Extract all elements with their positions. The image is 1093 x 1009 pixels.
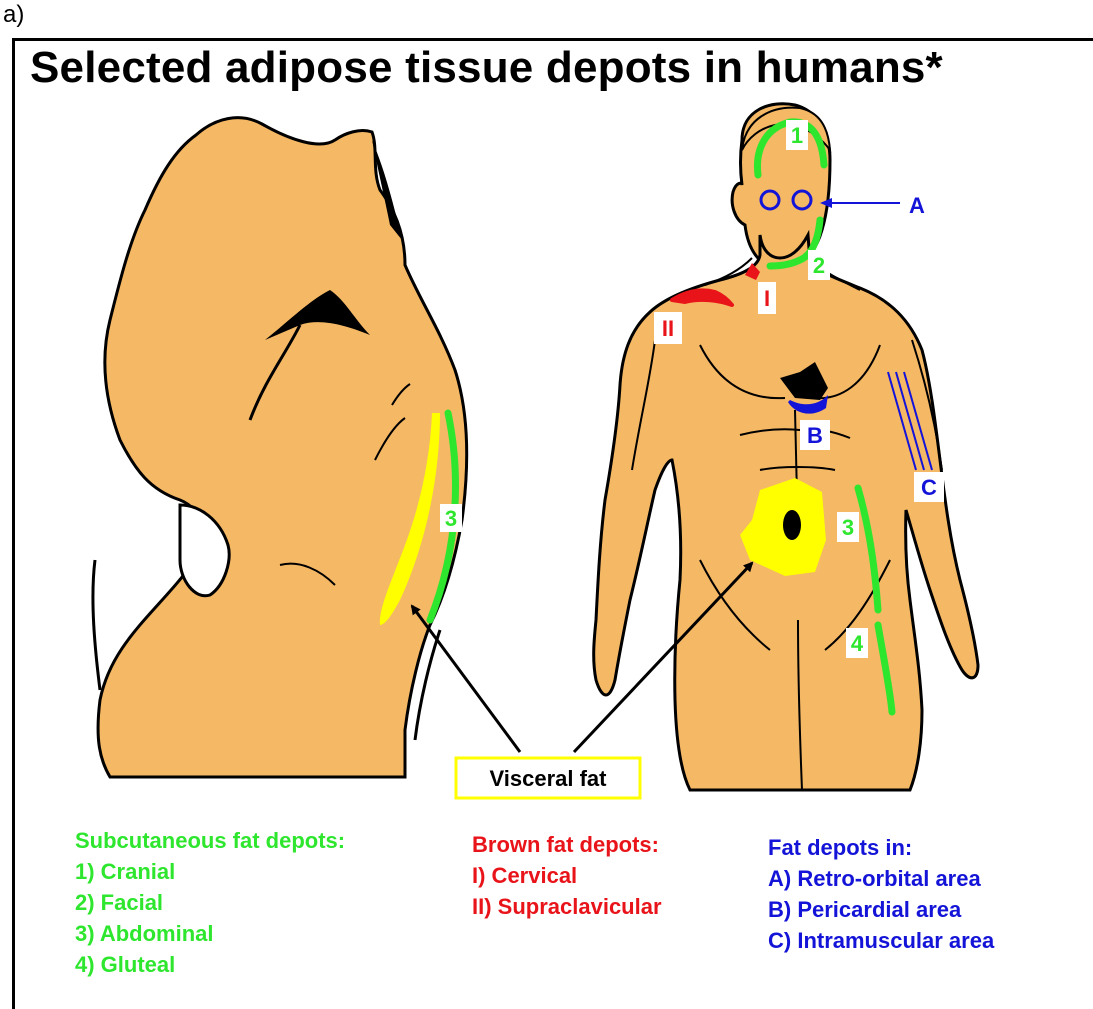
marker-II: II: [662, 316, 674, 341]
legend-subcutaneous-item: 4) Gluteal: [75, 949, 345, 980]
legend-other: Fat depots in: A) Retro-orbital area B) …: [768, 832, 994, 956]
side-shade-back: [93, 560, 100, 690]
marker-A: A: [909, 193, 925, 218]
legend-other-item: A) Retro-orbital area: [768, 863, 994, 894]
visceral-arrow-left: [412, 606, 520, 752]
legend-subcutaneous-heading: Subcutaneous fat depots:: [75, 825, 345, 856]
legend-subcutaneous-item: 3) Abdominal: [75, 918, 345, 949]
marker-B: B: [807, 423, 823, 448]
marker-1: 1: [791, 123, 803, 148]
marker-2: 2: [813, 253, 825, 278]
legend-other-item: C) Intramuscular area: [768, 925, 994, 956]
legend-brown: Brown fat depots: I) Cervical II) Suprac…: [472, 829, 662, 922]
side-torso-figure: 3: [93, 118, 467, 777]
marker-3-front: 3: [842, 515, 854, 540]
legend-subcutaneous: Subcutaneous fat depots: 1) Cranial 2) F…: [75, 825, 345, 980]
side-torso-body: [98, 118, 467, 777]
legend-brown-item: II) Supraclavicular: [472, 891, 662, 922]
legend-subcutaneous-item: 2) Facial: [75, 887, 345, 918]
marker-4: 4: [851, 631, 864, 656]
legend-other-item: B) Pericardial area: [768, 894, 994, 925]
legend-brown-heading: Brown fat depots:: [472, 829, 662, 860]
marker-3-side: 3: [445, 506, 457, 531]
marker-I: I: [764, 286, 770, 311]
legend-subcutaneous-item: 1) Cranial: [75, 856, 345, 887]
marker-C: C: [921, 475, 937, 500]
legend-other-heading: Fat depots in:: [768, 832, 994, 863]
visceral-label: Visceral fat: [489, 766, 607, 791]
legend-brown-item: I) Cervical: [472, 860, 662, 891]
front-navel: [783, 510, 801, 540]
